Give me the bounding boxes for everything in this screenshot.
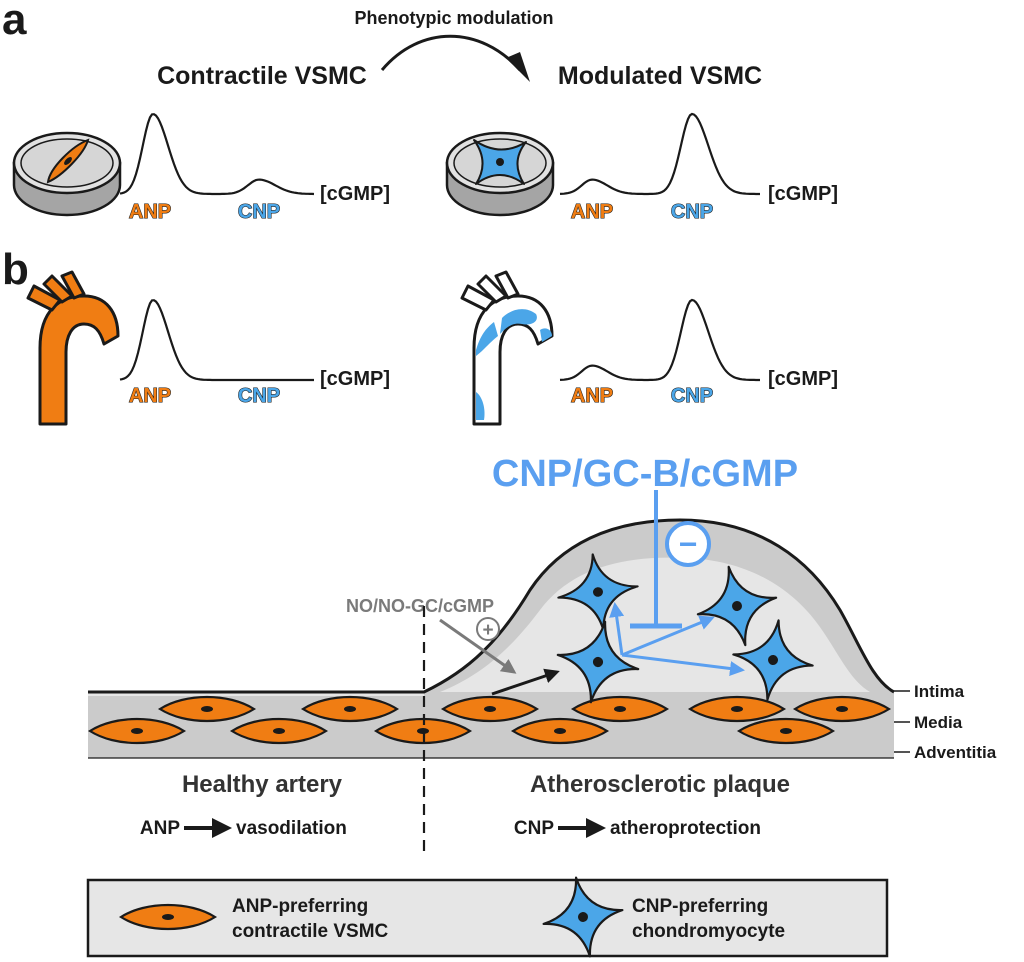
- legend-cnp-line1: CNP-preferring: [632, 896, 768, 917]
- modulation-arrow: [380, 34, 522, 71]
- cnp-label-b-right: CNP: [671, 385, 713, 407]
- cgmp-curve-a-right: [559, 112, 760, 196]
- legend-cnp-line2: chondromyocyte: [632, 921, 785, 942]
- no-pathway-arrow: [439, 618, 517, 674]
- migration-arrow: [491, 668, 560, 696]
- minus-circle-icon: [665, 521, 711, 567]
- cnp-label-a-right: CNP: [671, 201, 713, 223]
- adventitia-label: Adventitia: [914, 743, 997, 762]
- cnp-pathway-label: CNP/GC-B/cGMP: [492, 453, 798, 495]
- healthy-from-label: ANP: [140, 818, 180, 839]
- cgmp-curve-b-right: [559, 298, 760, 382]
- plus-circle-icon: [476, 617, 500, 641]
- petri-dish-right: [445, 131, 555, 217]
- healthy-artery-title: Healthy artery: [182, 771, 343, 798]
- panel-b-letter: b: [2, 245, 29, 294]
- cgmp-axis-label-a-right: [cGMP]: [768, 183, 838, 205]
- aorta-atherosclerotic-icon: [460, 270, 554, 426]
- modulated-vsmc-title: Modulated VSMC: [558, 62, 762, 90]
- anp-label-b-right: ANP: [571, 385, 613, 407]
- cgmp-curve-a-left: [119, 113, 315, 196]
- panel-a-letter: a: [2, 0, 27, 44]
- blue-arrow-right: [621, 653, 745, 676]
- legend-anp-line2: contractile VSMC: [232, 921, 389, 942]
- cnp-label-b-left: CNP: [238, 385, 280, 407]
- anp-label-b-left: ANP: [129, 385, 171, 407]
- aorta-healthy-icon: [26, 270, 120, 426]
- blue-arrow-up: [609, 602, 625, 656]
- cgmp-axis-label-b-right: [cGMP]: [768, 368, 838, 390]
- plaque-to-label: atheroprotection: [610, 818, 761, 839]
- phenotypic-modulation-label: Phenotypic modulation: [354, 8, 553, 28]
- anp-label-a-left: ANP: [129, 201, 171, 223]
- petri-dish-left: [12, 131, 122, 217]
- intima-label: Intima: [914, 682, 965, 701]
- plus-sign: +: [482, 620, 493, 641]
- healthy-intima-strip: [88, 692, 424, 696]
- cgmp-axis-label-b-left: [cGMP]: [320, 368, 390, 390]
- anp-label-a-right: ANP: [571, 201, 613, 223]
- modulation-arrowhead: [506, 52, 530, 82]
- cnp-label-a-left: CNP: [238, 201, 280, 223]
- healthy-to-label: vasodilation: [236, 818, 347, 839]
- plaque-from-label: CNP: [514, 818, 554, 839]
- cgmp-curve-b-left: [119, 299, 314, 382]
- contractile-vsmc-title: Contractile VSMC: [157, 62, 367, 90]
- legend-box: [86, 878, 889, 958]
- legend-anp-line1: ANP-preferring: [232, 896, 368, 917]
- cgmp-axis-label-a-left: [cGMP]: [320, 183, 390, 205]
- blue-arrow-right-up: [621, 615, 715, 657]
- media-label: Media: [914, 713, 963, 732]
- no-pathway-label: NO/NO-GC/cGMP: [346, 596, 494, 616]
- minus-sign: −: [679, 526, 698, 562]
- plaque-title: Atherosclerotic plaque: [530, 771, 790, 798]
